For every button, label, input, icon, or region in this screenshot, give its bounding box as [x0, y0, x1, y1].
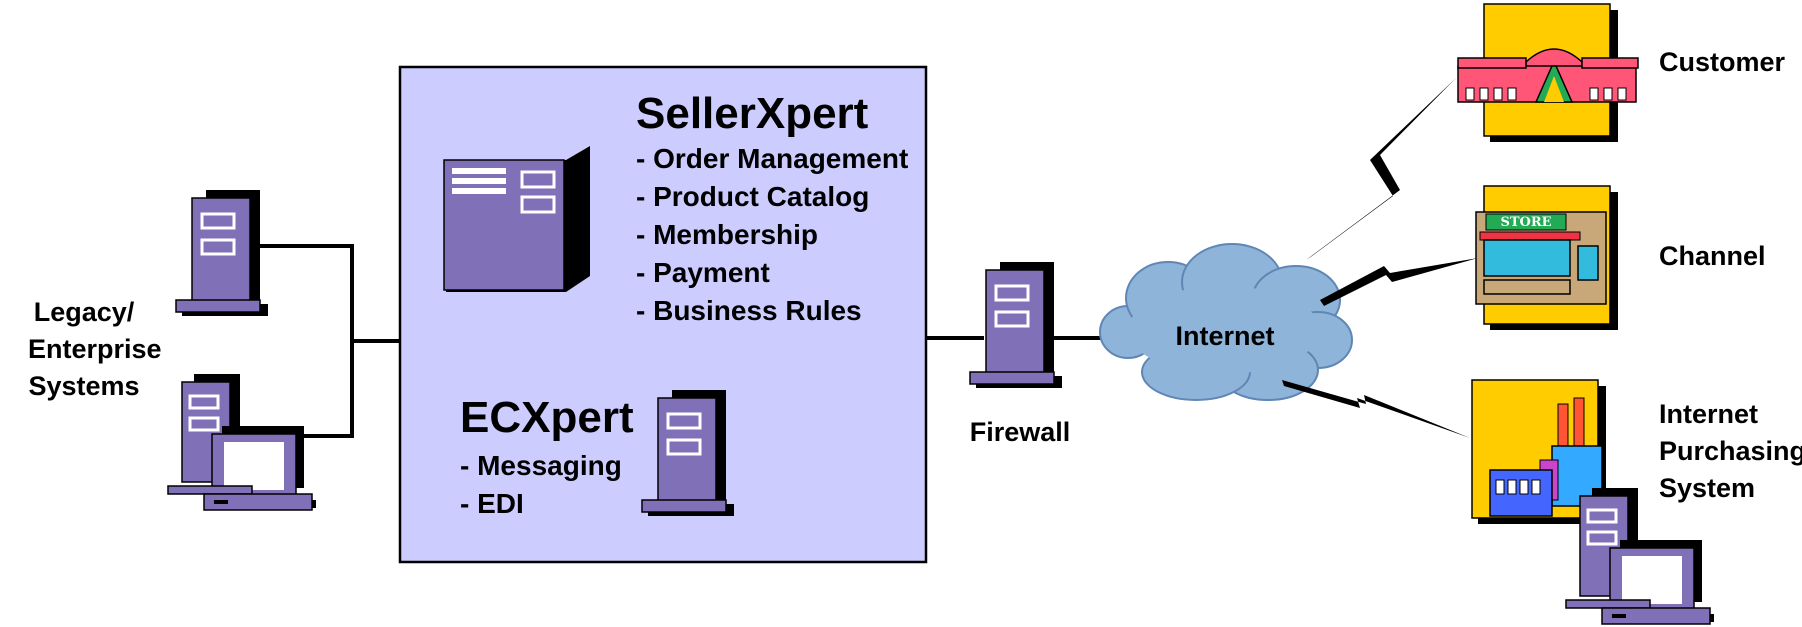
legacy-label-line: Systems [28, 371, 140, 401]
legacy-label-line: Legacy/ [33, 297, 135, 327]
seller-server-icon [443, 146, 590, 292]
customer-label: Customer [1659, 47, 1786, 77]
ec-title: ECXpert [460, 393, 634, 442]
lightning-links [1282, 78, 1478, 438]
seller-feature-list: - Order Management - Product Catalog - M… [636, 140, 908, 330]
legacy-server-icon [174, 188, 270, 318]
store-sign: STORE [1500, 215, 1552, 230]
legacy-workstation-icon [166, 372, 318, 512]
feature-item: - EDI [460, 488, 524, 519]
feature-item: - Payment [636, 257, 770, 288]
purchasing-label-line: System [1659, 473, 1756, 503]
firewall-label: Firewall [969, 417, 1071, 447]
feature-item: - Membership [636, 219, 819, 250]
purchasing-workstation-icon [1564, 486, 1716, 626]
channel-label: Channel [1659, 241, 1766, 271]
connector-lines [252, 244, 1108, 438]
legacy-label: Legacy/ Enterprise Systems [28, 294, 162, 405]
feature-item: - Messaging [460, 450, 622, 481]
purchasing-label: Internet Purchasing System [1659, 396, 1802, 507]
feature-item: - Product Catalog [636, 181, 870, 212]
factory-icon [1471, 379, 1606, 524]
legacy-label-line: Enterprise [28, 334, 162, 364]
purchasing-label-line: Purchasing [1659, 436, 1802, 466]
purchasing-label-line: Internet [1659, 399, 1759, 429]
feature-item: - Business Rules [636, 295, 862, 326]
feature-item: - Order Management [636, 143, 909, 174]
seller-title: SellerXpert [636, 89, 869, 138]
ec-feature-list: - Messaging - EDI [460, 447, 622, 523]
customer-mall-icon [1457, 3, 1639, 142]
internet-label: Internet [1175, 321, 1275, 351]
firewall-icon [968, 260, 1064, 390]
channel-store-icon [1475, 185, 1618, 330]
